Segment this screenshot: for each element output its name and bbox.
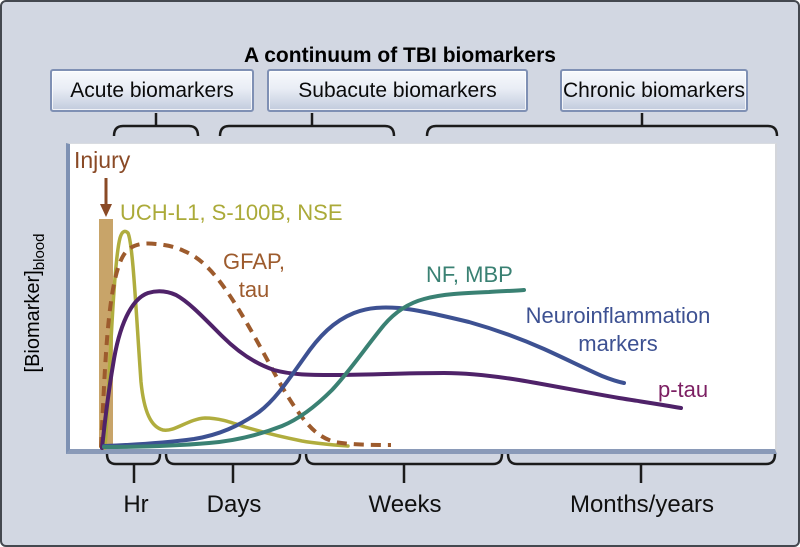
gfap-label-line1: GFAP, — [223, 249, 285, 274]
acute-biomarkers-box: Acute biomarkers — [50, 69, 254, 112]
chronic-range-bracket — [425, 113, 779, 137]
time-label-weeks: Weeks — [368, 491, 442, 518]
acute-biomarkers-label: Acute biomarkers — [70, 78, 234, 102]
neuroinflammation-curve-label: Neuroinflammation markers — [507, 302, 729, 358]
subacute-biomarkers-box: Subacute biomarkers — [267, 69, 528, 112]
subacute-biomarkers-label: Subacute biomarkers — [298, 78, 497, 102]
weeks-brace — [304, 453, 504, 483]
time-label-hr: Hr — [123, 491, 149, 518]
gfap-tau-curve-label: GFAP, tau — [214, 248, 294, 304]
y-axis-label-subscript: blood — [31, 233, 48, 271]
gfap-label-line2: tau — [238, 277, 270, 302]
time-label-days: Days — [206, 491, 262, 518]
acute-curve-label: UCH-L1, S-100B, NSE — [120, 200, 343, 225]
subacute-range-bracket — [218, 113, 396, 137]
figure-title: A continuum of TBI biomarkers — [244, 44, 556, 67]
ptau-curve-label: p-tau — [658, 377, 709, 402]
chronic-biomarkers-box: Chronic biomarkers — [560, 69, 748, 112]
hr-brace — [105, 453, 162, 483]
neuroinflammation-label-line2: markers — [578, 331, 658, 356]
plot-area — [66, 143, 777, 454]
y-axis-label-main: [Biomarker] — [22, 270, 44, 373]
y-axis-label: [Biomarker]blood — [22, 217, 48, 389]
months-years-brace — [506, 453, 777, 483]
chronic-biomarkers-label: Chronic biomarkers — [562, 78, 746, 102]
injury-label: Injury — [74, 147, 131, 173]
acute-range-bracket — [112, 113, 200, 137]
time-label-months-years: Months/years — [569, 491, 715, 518]
days-brace — [164, 453, 302, 483]
nf-mbp-curve-label: NF, MBP — [426, 262, 513, 287]
neuroinflammation-label-line1: Neuroinflammation — [525, 303, 711, 328]
